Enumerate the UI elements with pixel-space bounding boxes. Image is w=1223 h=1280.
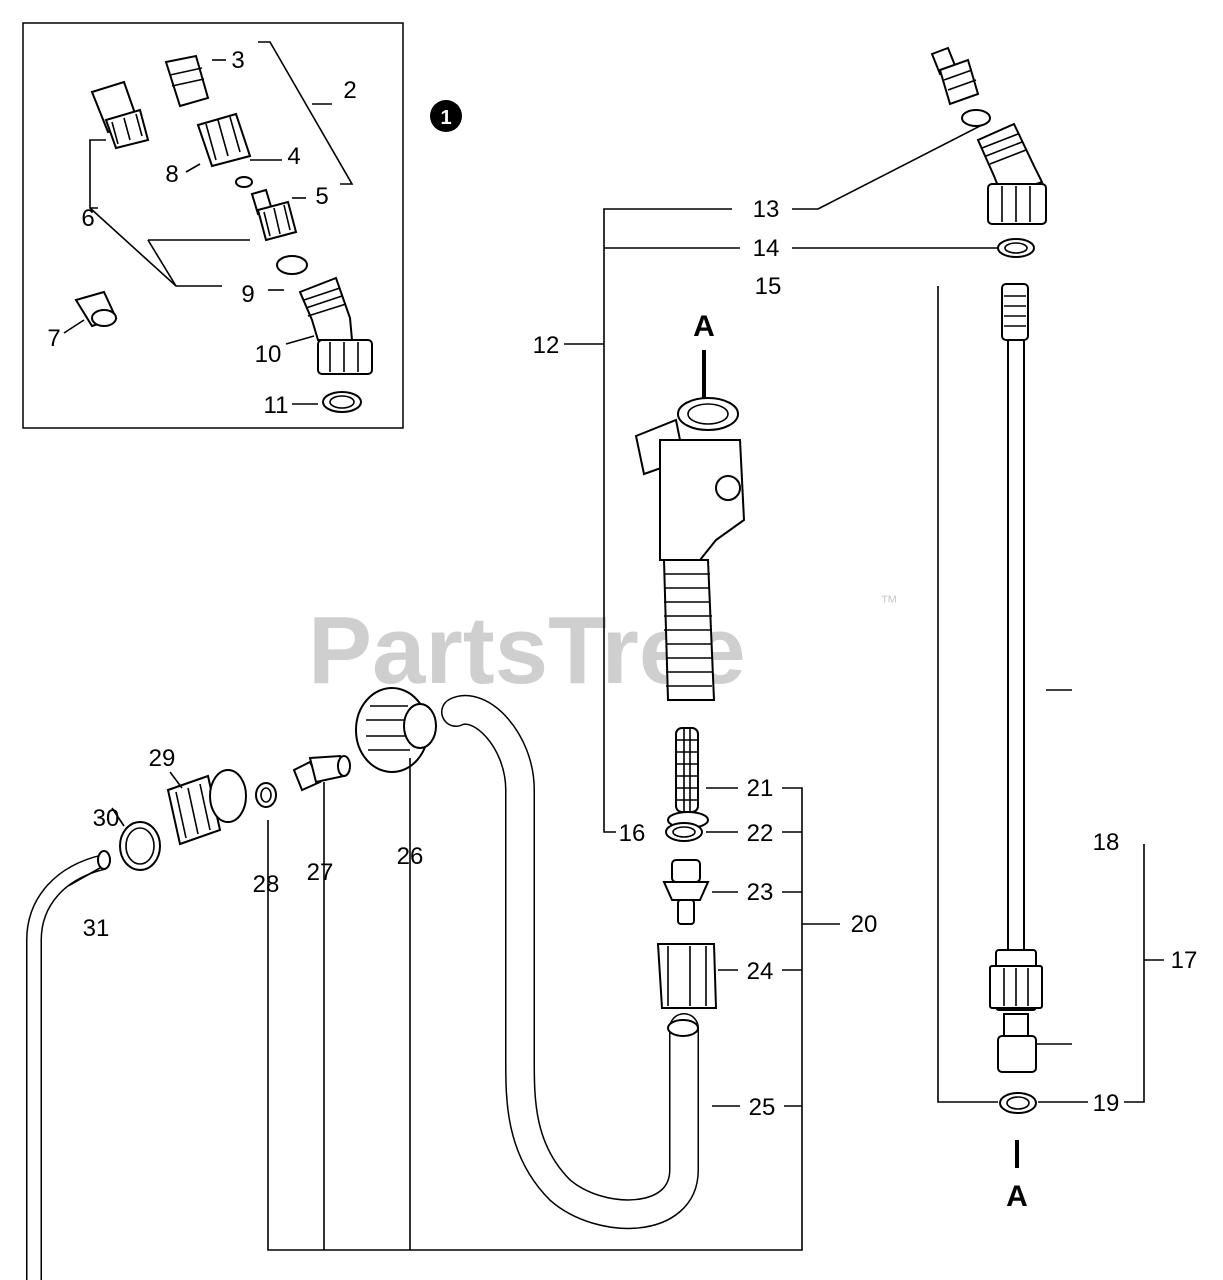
- part-23-hose-barb[interactable]: [662, 859, 710, 925]
- part-7-hex-fitting[interactable]: [74, 290, 118, 328]
- section-mark-bottom: A: [1006, 1180, 1028, 1213]
- callout-16: 16: [619, 820, 646, 847]
- callout-23: 23: [747, 879, 774, 906]
- inset-badge: 1: [430, 100, 462, 132]
- callout-labels: 2 3 4 5 6 7 8 9 10 11 12 13 14 15 16 17 …: [47, 47, 1197, 1121]
- leader-lines: [67, 125, 1164, 1251]
- inset-badge-number: 1: [440, 107, 451, 129]
- callout-6: 6: [81, 205, 94, 232]
- callout-31: 31: [83, 915, 110, 942]
- callout-30: 30: [93, 805, 120, 832]
- callout-24: 24: [747, 958, 774, 985]
- part-28-o-ring[interactable]: [255, 782, 277, 808]
- part-21-filter[interactable]: [667, 727, 709, 829]
- callout-13: 13: [753, 196, 780, 223]
- callout-18: 18: [1093, 829, 1120, 856]
- part-29-tank-adapter[interactable]: [166, 769, 247, 846]
- watermark-trademark: ™: [880, 592, 898, 612]
- callout-28: 28: [253, 871, 280, 898]
- callout-12: 12: [533, 332, 560, 359]
- callout-25: 25: [749, 1094, 776, 1121]
- part-4-o-ring[interactable]: [235, 176, 253, 188]
- part-15-wand-tube[interactable]: [989, 283, 1043, 1073]
- part-11-gasket[interactable]: [322, 391, 362, 413]
- part-14-gasket[interactable]: [997, 238, 1035, 258]
- callout-15: 15: [755, 273, 782, 300]
- part-22-washer[interactable]: [665, 822, 703, 842]
- part-19-gasket[interactable]: [999, 1092, 1037, 1114]
- part-26-coupling-nut[interactable]: [355, 687, 437, 773]
- callout-11: 11: [264, 392, 289, 419]
- callout-10: 10: [255, 341, 282, 368]
- callout-19: 19: [1093, 1090, 1120, 1117]
- callout-14: 14: [753, 235, 780, 262]
- part-3-nozzle-tip[interactable]: [164, 54, 210, 108]
- callout-26: 26: [397, 843, 424, 870]
- callout-22: 22: [747, 820, 774, 847]
- part-27-valve-stem[interactable]: [292, 754, 351, 792]
- upper-nozzle-assembly[interactable]: [930, 46, 1047, 225]
- callout-4: 4: [287, 143, 300, 170]
- inset-frame: [22, 22, 404, 429]
- inset-leader-lines: [63, 41, 354, 405]
- part-6-nozzle-body[interactable]: [90, 80, 150, 150]
- part-16-valve-handle[interactable]: [634, 397, 746, 701]
- callout-27: 27: [307, 859, 334, 886]
- section-mark-top: A: [693, 310, 715, 343]
- callout-3: 3: [231, 47, 244, 74]
- callout-20: 20: [851, 911, 878, 938]
- callout-17: 17: [1171, 947, 1198, 974]
- part-24-hose-nut[interactable]: [656, 943, 718, 1009]
- inset-detail: 1: [22, 22, 462, 429]
- callout-21: 21: [747, 775, 774, 802]
- part-31-suction-tube[interactable]: [26, 850, 111, 1280]
- part-9-washer[interactable]: [276, 255, 308, 275]
- callout-2: 2: [343, 77, 356, 104]
- callout-8: 8: [165, 161, 178, 188]
- part-25-hose[interactable]: [441, 695, 699, 1230]
- part-10-elbow-connector[interactable]: [298, 276, 373, 375]
- part-8-nozzle-nut[interactable]: [196, 112, 252, 168]
- callout-9: 9: [241, 281, 254, 308]
- callout-5: 5: [315, 183, 328, 210]
- callout-7: 7: [47, 325, 60, 352]
- part-5-valve-core[interactable]: [250, 188, 298, 242]
- callout-29: 29: [149, 745, 176, 772]
